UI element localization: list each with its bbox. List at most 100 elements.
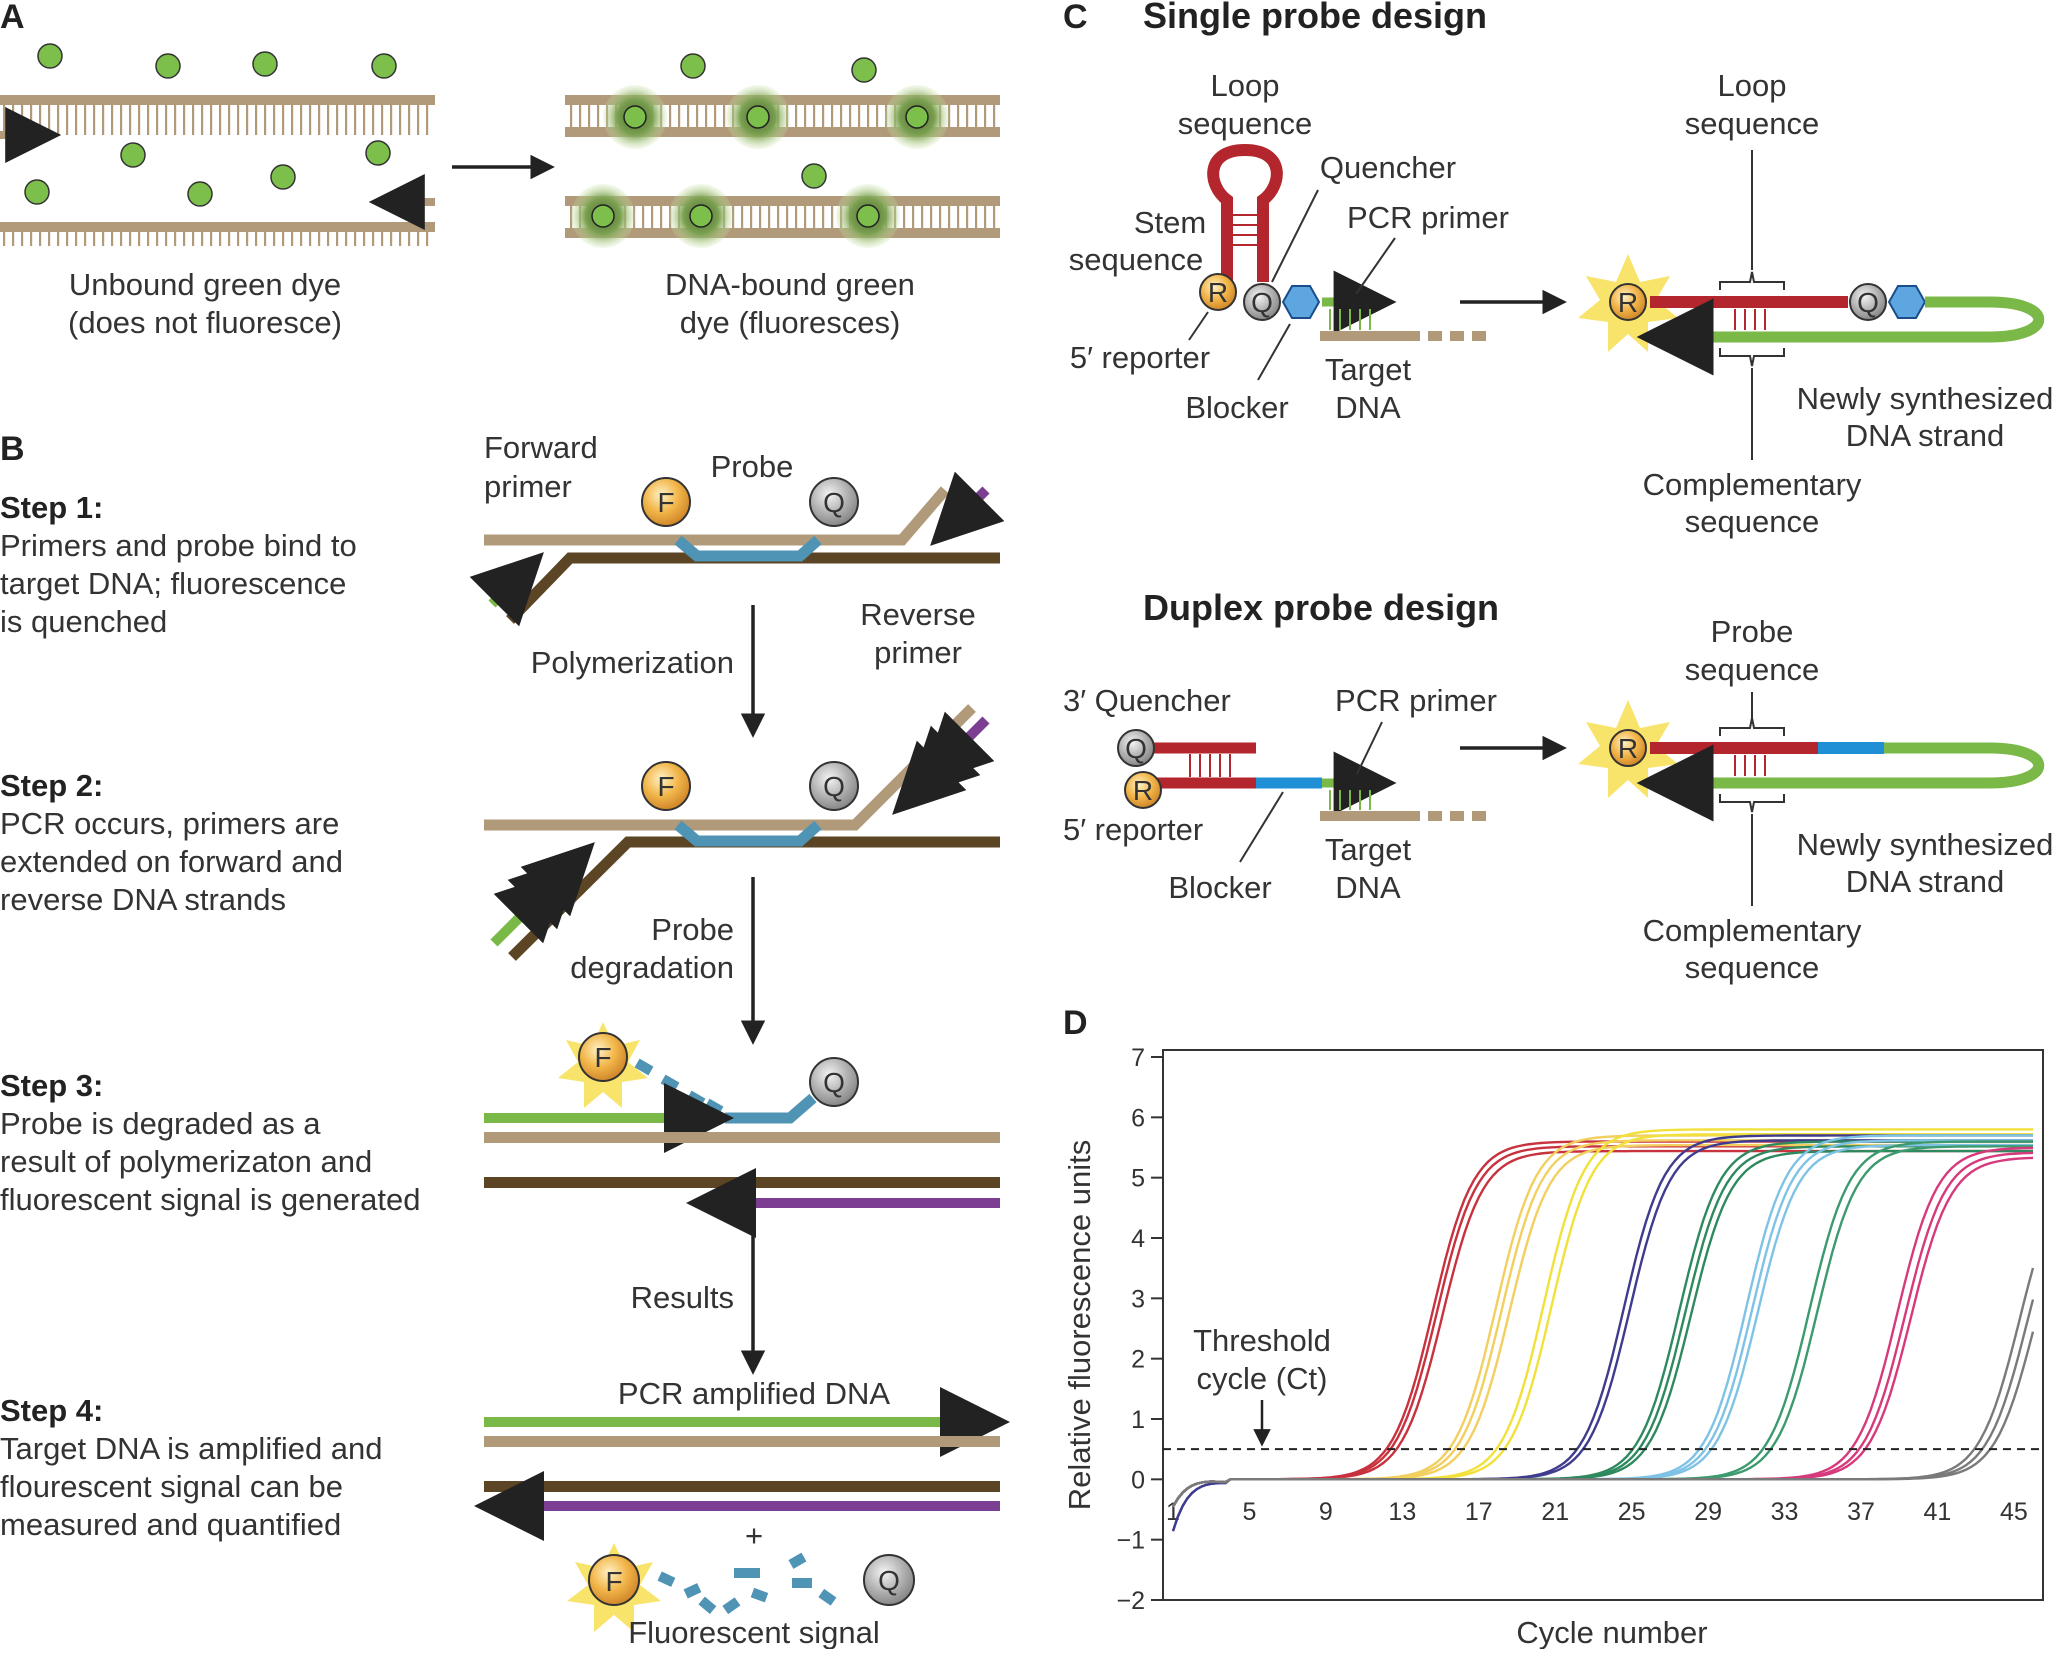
plus-sign: + bbox=[745, 1518, 763, 1553]
dye-dot bbox=[187, 181, 213, 207]
unbound-dna bbox=[0, 95, 435, 246]
blocker-hexagon-icon bbox=[1887, 285, 1927, 319]
reverse-primer-label-2: primer bbox=[874, 635, 962, 670]
step3-diagram: F Q bbox=[484, 1022, 1000, 1238]
y-tick-label: 0 bbox=[1131, 1466, 1145, 1494]
loop-right-label-2: sequence bbox=[1685, 106, 1819, 141]
step1-line2: target DNA; fluorescence bbox=[0, 566, 346, 601]
probe-degradation-label-2: degradation bbox=[570, 950, 734, 985]
reporter-5-duplex-label: 5′ reporter bbox=[1063, 812, 1203, 847]
step4-title: Step 4: bbox=[0, 1393, 103, 1428]
quencher-q-letter: Q bbox=[823, 771, 845, 802]
x-tick-label: 13 bbox=[1388, 1498, 1416, 1526]
reporter-r-icon: R bbox=[1609, 729, 1647, 767]
panel-b-letter: B bbox=[0, 430, 25, 468]
step1-title: Step 1: bbox=[0, 490, 103, 525]
quencher-q-letter: Q bbox=[878, 1565, 900, 1596]
quencher-q-icon: Q bbox=[1117, 729, 1155, 767]
y-axis-label: Relative fluorescence units bbox=[1062, 1140, 1097, 1510]
x-tick-label: 29 bbox=[1694, 1498, 1722, 1526]
quencher-q-letter: Q bbox=[1251, 287, 1273, 318]
step4-line1: Target DNA is amplified and bbox=[0, 1431, 383, 1466]
panel-b: B Step 1: Primers and probe bind to targ… bbox=[0, 430, 1010, 1650]
y-tick-label: −2 bbox=[1116, 1587, 1145, 1615]
quencher-q-icon: Q bbox=[1243, 283, 1281, 321]
dye-dot bbox=[270, 164, 296, 190]
dye-dot bbox=[801, 163, 827, 189]
fluor-f-icon: F bbox=[578, 1032, 628, 1082]
probe-degradation-label-1: Probe bbox=[651, 912, 734, 947]
x-tick-label: 21 bbox=[1541, 1498, 1569, 1526]
reporter-r-icon: R bbox=[1609, 283, 1647, 321]
quencher-q-icon: Q bbox=[1849, 283, 1887, 321]
step3-line1: Probe is degraded as a bbox=[0, 1106, 321, 1141]
fluor-f-letter: F bbox=[594, 1042, 611, 1073]
x-tick-label: 5 bbox=[1242, 1498, 1256, 1526]
reverse-primer-label-1: Reverse bbox=[860, 597, 975, 632]
x-tick-label: 45 bbox=[2000, 1498, 2028, 1526]
x-tick-label: 33 bbox=[1771, 1498, 1799, 1526]
step4-diagram: PCR amplified DNA + F Q Fluorescent sign… bbox=[474, 1376, 1010, 1650]
fluor-f-letter: F bbox=[605, 1566, 622, 1597]
step1-line3: is quenched bbox=[0, 604, 167, 639]
threshold-label-1: Threshold bbox=[1193, 1323, 1331, 1358]
complementary-label-1: Complementary bbox=[1643, 467, 1862, 502]
y-tick-label: 2 bbox=[1131, 1346, 1145, 1374]
complementary-duplex-label-1: Complementary bbox=[1643, 913, 1862, 948]
step2-line1: PCR occurs, primers are bbox=[0, 806, 339, 841]
newly-synth-label-1: Newly synthesized bbox=[1797, 381, 2054, 416]
reporter-r-icon: R bbox=[1199, 273, 1237, 311]
reporter-r-letter: R bbox=[1133, 775, 1153, 806]
bound-label-1: DNA-bound green bbox=[665, 267, 915, 302]
target-label-2: DNA bbox=[1335, 390, 1401, 425]
glowing-dye bbox=[726, 85, 790, 149]
target-duplex-label-1: Target bbox=[1325, 832, 1412, 867]
step2-line2: extended on forward and bbox=[0, 844, 343, 879]
probe-label: Probe bbox=[711, 449, 794, 484]
panel-c-letter: C bbox=[1063, 0, 1088, 36]
x-tick-label: 1 bbox=[1166, 1498, 1180, 1526]
step3-title: Step 3: bbox=[0, 1068, 103, 1103]
panel-a-letter: A bbox=[0, 0, 25, 36]
step4-line2: flourescent signal can be bbox=[0, 1469, 343, 1504]
y-tick-label: 5 bbox=[1131, 1165, 1145, 1193]
single-probe-left: Loop sequence Stem sequence Quencher R Q… bbox=[1069, 68, 1509, 425]
target-label-1: Target bbox=[1325, 352, 1412, 387]
duplex-probe-title: Duplex probe design bbox=[1143, 587, 1499, 628]
amplification-curve bbox=[1171, 1331, 2035, 1508]
panel-a: A Unbound green dye (does not fluoresce) bbox=[0, 0, 1000, 340]
bound-label-2: dye (fluoresces) bbox=[680, 305, 901, 340]
quencher-q-letter: Q bbox=[1857, 287, 1879, 318]
newly-synth-duplex-label-1: Newly synthesized bbox=[1797, 827, 2054, 862]
y-tick-label: 4 bbox=[1131, 1225, 1145, 1253]
fluorescent-signal-label: Fluorescent signal bbox=[628, 1615, 880, 1649]
quencher-q-icon: Q bbox=[809, 761, 859, 811]
complementary-label-2: sequence bbox=[1685, 504, 1819, 539]
loop-label-1: Loop bbox=[1211, 68, 1280, 103]
glowing-dye bbox=[836, 184, 900, 248]
glowing-dye bbox=[669, 184, 733, 248]
polymerization-label: Polymerization bbox=[531, 645, 734, 680]
y-tick-label: 7 bbox=[1131, 1044, 1145, 1072]
y-tick-label: 6 bbox=[1131, 1104, 1145, 1132]
step4-line3: measured and quantified bbox=[0, 1507, 341, 1542]
quencher-q-letter: Q bbox=[1125, 733, 1147, 764]
quencher-q-letter: Q bbox=[823, 1067, 845, 1098]
threshold-label-2: cycle (Ct) bbox=[1197, 1361, 1328, 1396]
step2-title: Step 2: bbox=[0, 768, 103, 803]
step1-line1: Primers and probe bind to bbox=[0, 528, 357, 563]
reporter-5-label: 5′ reporter bbox=[1070, 340, 1210, 375]
dye-dot bbox=[24, 179, 50, 205]
bound-dye-glows bbox=[571, 53, 949, 248]
dye-dot bbox=[252, 51, 278, 77]
loop-label-2: sequence bbox=[1178, 106, 1312, 141]
complementary-duplex-label-2: sequence bbox=[1685, 950, 1819, 985]
quencher-q-icon: Q bbox=[863, 1554, 915, 1606]
reporter-r-icon: R bbox=[1124, 771, 1162, 809]
stem-label-1: Stem bbox=[1134, 205, 1206, 240]
results-label: Results bbox=[631, 1280, 734, 1315]
